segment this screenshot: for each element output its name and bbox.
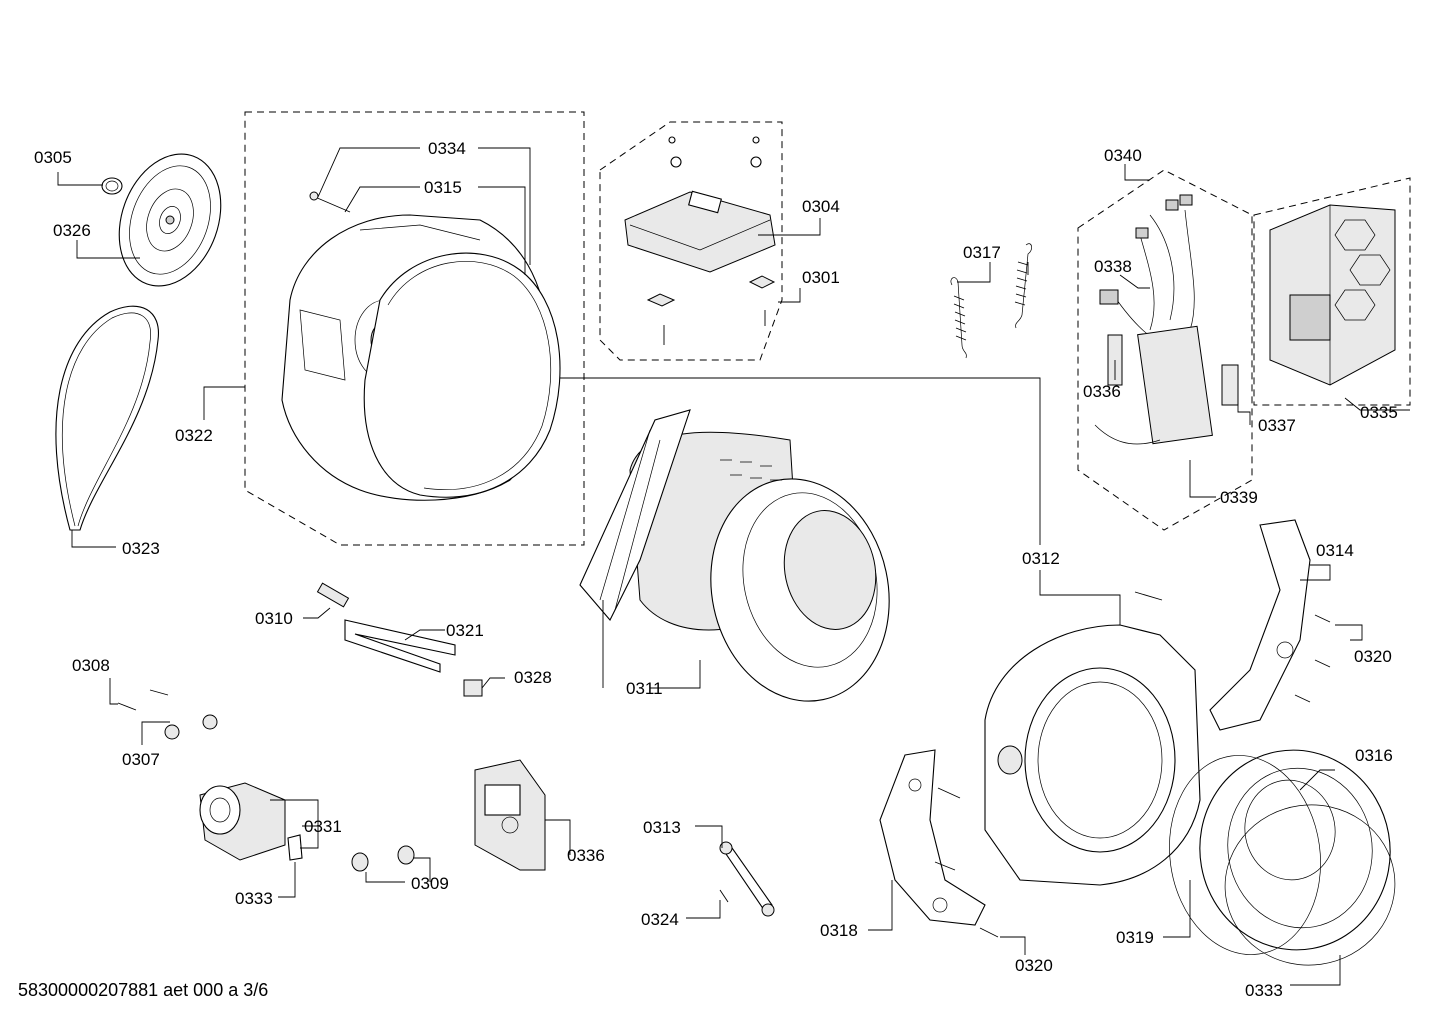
label-0311: 0311 (626, 679, 663, 698)
label-0324: 0324 (641, 910, 679, 929)
screws-part (117, 689, 218, 740)
wiring-harness-part (1094, 194, 1239, 445)
drain-pump-part (199, 782, 303, 861)
drive-belt-part (55, 305, 159, 531)
label-0320-bottom: 0320 (1015, 956, 1053, 975)
tub-group-box (244, 111, 585, 546)
control-module-group-box (1253, 177, 1411, 406)
door-seal-part (1199, 749, 1391, 951)
detergent-box-part (624, 136, 776, 273)
label-0339: 0339 (1220, 488, 1258, 507)
label-0321: 0321 (446, 621, 484, 640)
label-0309: 0309 (411, 874, 449, 893)
label-0323: 0323 (122, 539, 160, 558)
shock-absorber-part (719, 841, 775, 917)
label-0326: 0326 (53, 221, 91, 240)
label-0308: 0308 (72, 656, 110, 675)
pulley-part (118, 153, 222, 287)
label-0304: 0304 (802, 197, 840, 216)
fixing-clips-part (646, 275, 776, 345)
label-0322: 0322 (175, 426, 213, 445)
label-0313: 0313 (643, 818, 681, 837)
part-number-labels: 0305 0326 0323 0322 0334 0315 0304 0301 … (34, 139, 1398, 1000)
label-0319: 0319 (1116, 928, 1154, 947)
thermostat-part (463, 679, 483, 697)
control-module-bottom-part (474, 759, 546, 871)
detergent-group-box (599, 121, 783, 361)
document-id-footer: 58300000207881 aet 000 a 3/6 (18, 980, 269, 1000)
label-0315: 0315 (424, 178, 462, 197)
label-0301: 0301 (802, 268, 840, 287)
label-0331: 0331 (304, 817, 342, 836)
label-0334: 0334 (428, 139, 466, 158)
caps-0309-part (351, 845, 415, 872)
label-0314: 0314 (1316, 541, 1354, 560)
leader-lines (57, 147, 1410, 986)
tub-screw-part (309, 191, 351, 213)
drum-part (579, 409, 890, 702)
label-0328: 0328 (514, 668, 552, 687)
label-0310: 0310 (255, 609, 293, 628)
label-0333-right: 0333 (1245, 981, 1283, 1000)
label-0335: 0335 (1360, 403, 1398, 422)
control-module-part (1269, 204, 1396, 386)
counterweight-left-part (879, 749, 999, 938)
wiring-group-box (1077, 169, 1253, 531)
label-0312: 0312 (1022, 549, 1060, 568)
tension-springs-part (950, 243, 1032, 359)
counterweight-right-part (1209, 519, 1331, 731)
label-0307: 0307 (122, 750, 160, 769)
label-0337: 0337 (1258, 416, 1296, 435)
label-0320-right: 0320 (1354, 647, 1392, 666)
ntc-sensor-part (316, 582, 350, 608)
label-0317: 0317 (963, 243, 1001, 262)
label-0336-top: 0336 (1083, 382, 1121, 401)
label-0318: 0318 (820, 921, 858, 940)
label-0338: 0338 (1094, 257, 1132, 276)
tub-seal-ring-part (363, 252, 561, 498)
label-0333-left: 0333 (235, 889, 273, 908)
label-0305: 0305 (34, 148, 72, 167)
clamp-part (101, 177, 123, 195)
clamp-ring-part (1169, 755, 1396, 966)
label-0336-bottom: 0336 (567, 846, 605, 865)
heater-element-part (344, 619, 456, 673)
label-0340: 0340 (1104, 146, 1142, 165)
label-0316: 0316 (1355, 746, 1393, 765)
tub-front-part (984, 591, 1201, 886)
